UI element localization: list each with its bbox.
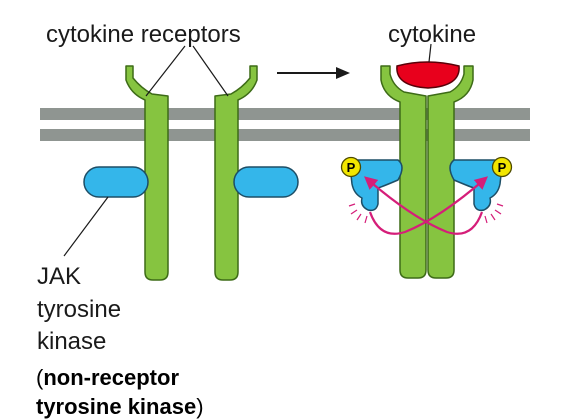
non-receptor-label-line-1: (non-receptor (36, 365, 179, 390)
receptor-leader-line-2 (192, 45, 229, 97)
jak-inactive-right (233, 166, 299, 198)
activity-rays-right (484, 203, 504, 224)
jak-leader-line (63, 196, 109, 257)
receptor-leader-line-1 (145, 45, 186, 97)
phosphate-left-label: P (347, 160, 356, 175)
phosphate-right-label: P (498, 160, 507, 175)
receptor-left-1 (125, 65, 169, 281)
phosphorylation-arrow-1 (368, 176, 488, 235)
paren-close: ) (196, 394, 203, 419)
cytokine-ligand (396, 61, 460, 89)
jak-label-line-2: tyrosine (37, 296, 121, 323)
jak-inactive-left (83, 166, 149, 198)
phosphorylation-arrow-2 (364, 176, 484, 235)
non-receptor-label-line-2: tyrosine kinase) (36, 394, 204, 419)
tyrosine-kinase-text: tyrosine kinase (36, 394, 196, 419)
receptor-active-1 (380, 65, 427, 279)
transition-arrow (277, 67, 350, 79)
cytokine-receptors-label: cytokine receptors (46, 21, 241, 48)
phosphate-left: P (340, 156, 362, 178)
non-receptor-text: non-receptor (43, 365, 179, 390)
receptor-left-2 (214, 65, 258, 281)
phosphate-right: P (491, 156, 513, 178)
activity-rays-left (348, 203, 368, 224)
cell-membrane (40, 108, 530, 141)
jak-label-line-3: kinase (37, 328, 106, 355)
cytokine-leader-line (428, 43, 432, 63)
paren-open: ( (36, 365, 44, 390)
cytokine-label: cytokine (388, 21, 476, 48)
jak-label-line-1: JAK (37, 263, 81, 290)
